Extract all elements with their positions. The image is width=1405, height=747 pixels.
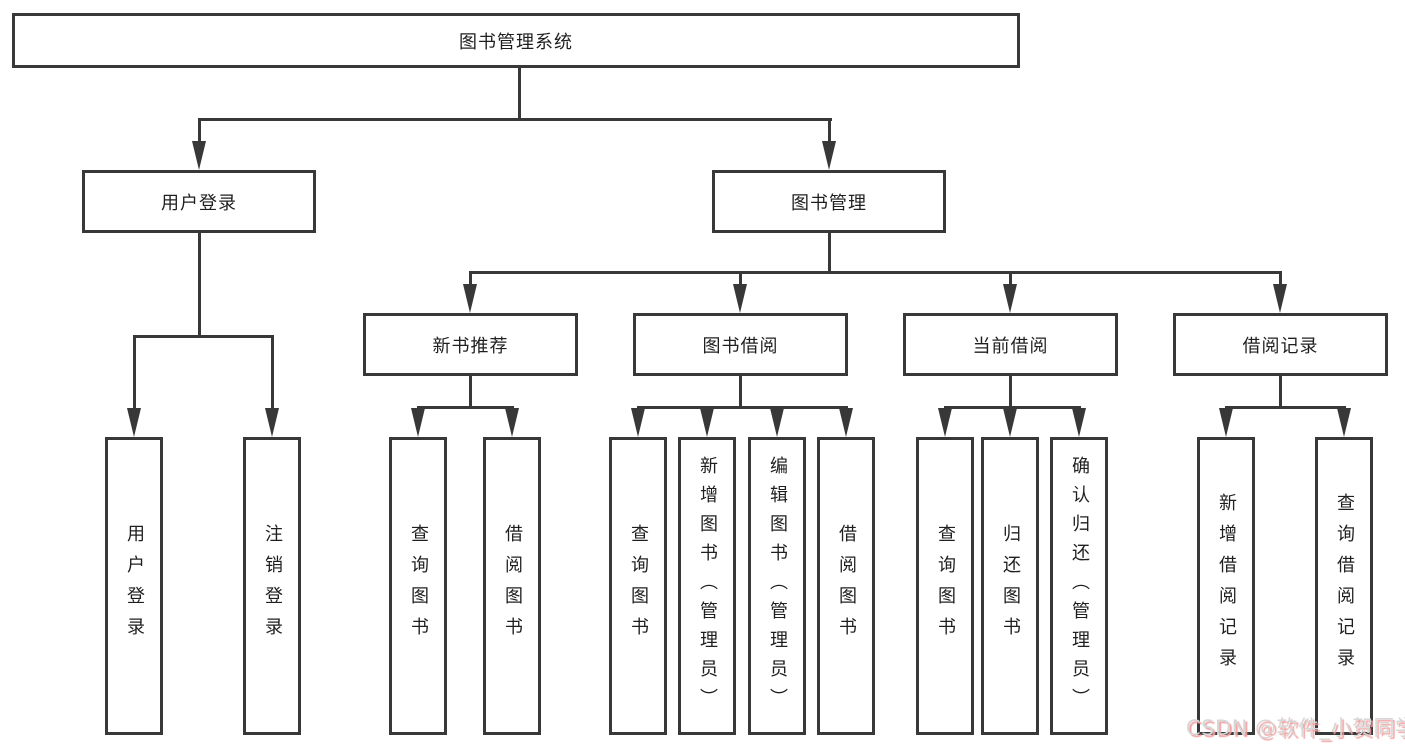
- node-leaf-logout-login-box: 注销登录: [243, 437, 301, 735]
- connector-root-drop-left: [198, 118, 201, 144]
- arrowhead-cb-confirm-return-icon: [1072, 408, 1086, 437]
- arrowhead-bb-query-book-icon: [631, 408, 645, 437]
- node-user-login-label: 用户登录: [161, 192, 237, 214]
- node-cb-return-book-box: 归还图书: [981, 437, 1039, 735]
- node-bb-add-book-box: 新增图书（管理员）: [678, 437, 736, 735]
- connector-book-mgmt-drop-4: [1279, 271, 1282, 288]
- node-bb-borrow-book-box: 借阅图书: [817, 437, 875, 735]
- node-leaf-user-login-box: 用户登录: [105, 437, 163, 735]
- connector-user-login-drop-1: [133, 335, 136, 413]
- connector-new-book-rec-rail: [417, 406, 514, 409]
- arrowhead-book-borrow-icon: [733, 284, 747, 313]
- node-user-login-box: 用户登录: [82, 170, 316, 233]
- connector-user-login-drop-2: [271, 335, 274, 413]
- connector-borrow-record-rail: [1225, 406, 1345, 409]
- csdn-watermark: CSDN @软件_小贺同学: [1186, 716, 1405, 740]
- node-rec-query-book-box: 查询图书: [389, 437, 447, 735]
- node-cb-confirm-return-label: 确认归还（管理员）: [1069, 455, 1090, 717]
- node-new-book-rec-box: 新书推荐: [363, 313, 578, 376]
- arrowhead-new-book-rec-icon: [463, 284, 477, 313]
- node-rec-query-book-label: 查询图书: [408, 524, 429, 648]
- node-leaf-logout-login-label: 注销登录: [262, 524, 283, 648]
- connector-book-borrow-stub: [739, 375, 742, 409]
- connector-book-mgmt-drop-3: [1009, 271, 1012, 288]
- connector-root-rail: [198, 118, 832, 121]
- node-cb-return-book-label: 归还图书: [1000, 524, 1021, 648]
- arrowhead-bb-edit-book-icon: [770, 408, 784, 437]
- connector-root-drop-right: [828, 118, 831, 144]
- connector-borrow-record-stub: [1279, 375, 1282, 409]
- connector-book-mgmt-stub: [828, 231, 831, 274]
- arrowhead-borrow-record-icon: [1273, 284, 1287, 313]
- node-new-book-rec-label: 新书推荐: [432, 335, 509, 357]
- node-borrow-record-box: 借阅记录: [1173, 313, 1388, 376]
- node-root-label: 图书管理系统: [459, 31, 573, 53]
- connector-book-borrow-rail: [637, 406, 848, 409]
- arrowhead-cb-return-book-icon: [1003, 408, 1017, 437]
- node-br-add-record-label: 新增借阅记录: [1216, 493, 1237, 679]
- node-current-borrow-box: 当前借阅: [903, 313, 1118, 376]
- node-book-borrow-label: 图书借阅: [702, 335, 779, 357]
- connector-book-mgmt-rail: [469, 271, 1282, 274]
- node-book-mgmt-box: 图书管理: [712, 170, 946, 233]
- node-cb-confirm-return-box: 确认归还（管理员）: [1050, 437, 1108, 735]
- node-bb-add-book-label: 新增图书（管理员）: [697, 455, 718, 717]
- connector-book-mgmt-drop-2: [739, 271, 742, 288]
- arrowhead-user-login-icon: [192, 141, 206, 170]
- node-br-add-record-box: 新增借阅记录: [1197, 437, 1255, 735]
- node-cb-query-book-label: 查询图书: [935, 524, 956, 648]
- connector-user-login-rail: [133, 335, 274, 338]
- node-cb-query-book-box: 查询图书: [916, 437, 974, 735]
- node-book-mgmt-label: 图书管理: [791, 192, 867, 214]
- arrowhead-br-add-record-icon: [1219, 408, 1233, 437]
- arrowhead-br-query-record-icon: [1337, 408, 1351, 437]
- node-rec-borrow-book-label: 借阅图书: [502, 524, 523, 648]
- connector-current-borrow-rail: [944, 406, 1081, 409]
- arrowhead-cb-query-book-icon: [938, 408, 952, 437]
- node-bb-borrow-book-label: 借阅图书: [836, 524, 857, 648]
- arrowhead-leaf-logout-icon: [265, 408, 279, 437]
- node-borrow-record-label: 借阅记录: [1242, 335, 1319, 357]
- arrowhead-leaf-user-login-icon: [127, 408, 141, 437]
- connector-user-login-stub: [198, 231, 201, 338]
- arrowhead-rec-borrow-book-icon: [505, 408, 519, 437]
- node-root-box: 图书管理系统: [12, 13, 1020, 68]
- arrowhead-bb-add-book-icon: [700, 408, 714, 437]
- node-bb-edit-book-box: 编辑图书（管理员）: [748, 437, 806, 735]
- node-br-query-record-box: 查询借阅记录: [1315, 437, 1373, 735]
- node-book-borrow-box: 图书借阅: [633, 313, 848, 376]
- node-bb-query-book-label: 查询图书: [628, 524, 649, 648]
- node-current-borrow-label: 当前借阅: [972, 335, 1049, 357]
- connector-root-stub: [518, 66, 521, 121]
- node-bb-edit-book-label: 编辑图书（管理员）: [767, 455, 788, 717]
- arrowhead-book-mgmt-icon: [822, 141, 836, 170]
- connector-current-borrow-stub: [1009, 375, 1012, 409]
- node-leaf-user-login-label: 用户登录: [124, 524, 145, 648]
- node-br-query-record-label: 查询借阅记录: [1334, 493, 1355, 679]
- node-rec-borrow-book-box: 借阅图书: [483, 437, 541, 735]
- arrowhead-rec-query-book-icon: [411, 408, 425, 437]
- arrowhead-current-borrow-icon: [1003, 284, 1017, 313]
- arrowhead-bb-borrow-book-icon: [839, 408, 853, 437]
- node-bb-query-book-box: 查询图书: [609, 437, 667, 735]
- connector-book-mgmt-drop-1: [469, 271, 472, 288]
- connector-new-book-rec-stub: [469, 375, 472, 409]
